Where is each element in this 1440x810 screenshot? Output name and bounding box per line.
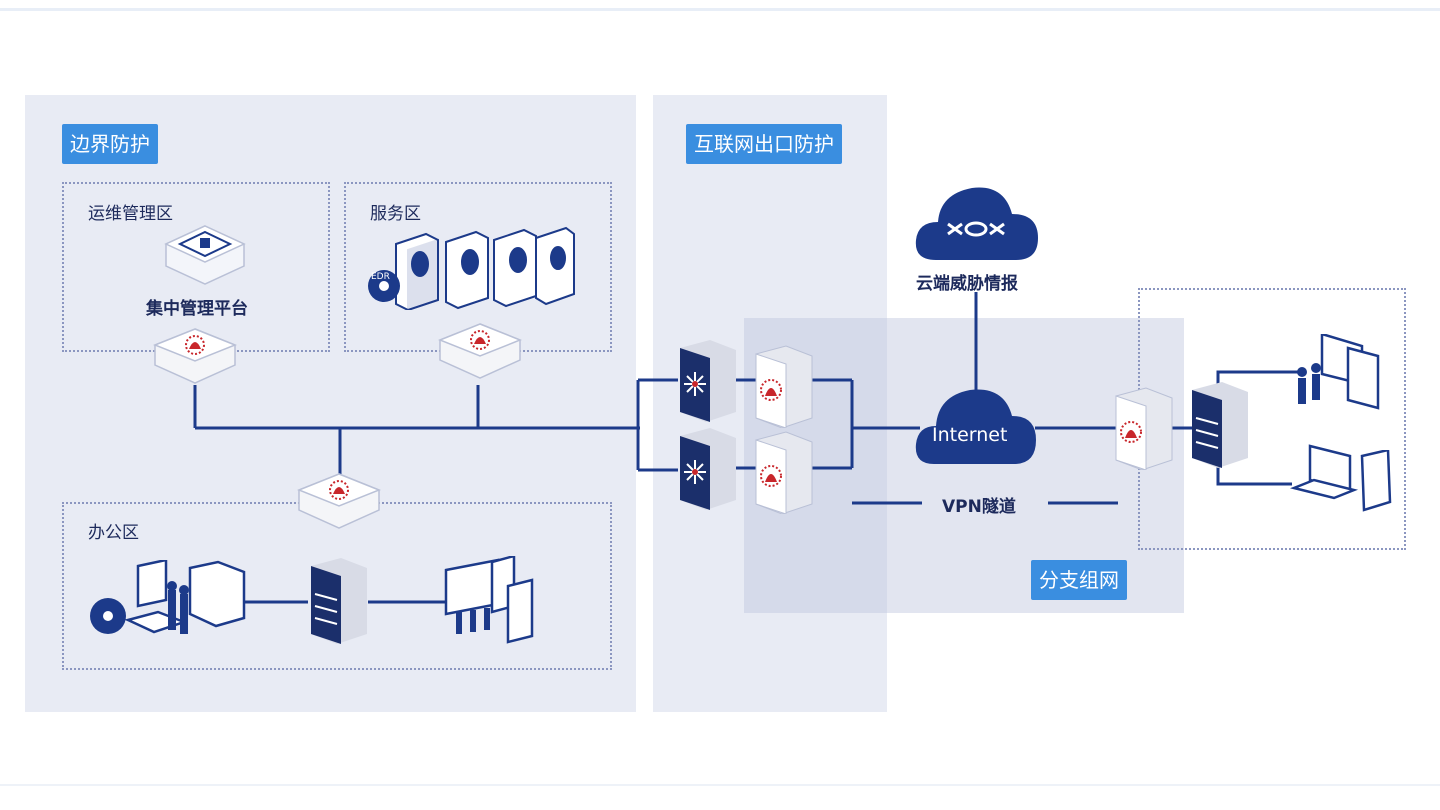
firewall-appliance-icon — [152, 328, 238, 384]
cloud-icon — [915, 389, 1036, 464]
firewall-appliance-icon — [1115, 387, 1173, 470]
tag-internet-egress: 互联网出口防护 — [686, 124, 842, 164]
access-switch-icon — [1192, 382, 1248, 468]
firewall-appliance-icon — [296, 473, 382, 529]
desktop-icon — [90, 560, 246, 634]
tag-branch-networking: 分支组网 — [1031, 560, 1127, 600]
label-service: 服务区 — [370, 204, 421, 224]
desktop-icon — [1297, 334, 1380, 410]
label-ops-management: 运维管理区 — [88, 204, 173, 224]
core-switch-icon — [680, 340, 736, 422]
phone-icon — [1360, 450, 1392, 512]
bottom-divider — [0, 784, 1440, 786]
top-divider — [0, 8, 1440, 11]
tag-border-protection: 边界防护 — [62, 124, 158, 164]
edr-label: EDR — [371, 272, 390, 282]
laptop-icon — [1290, 444, 1359, 500]
firewall-appliance-icon — [437, 323, 523, 379]
management-platform-icon — [164, 225, 246, 285]
firewall-appliance-icon — [755, 345, 813, 428]
core-switch-icon — [680, 428, 736, 510]
label-cloud-threat-intel: 云端威胁情报 — [916, 274, 1018, 294]
access-switch-icon — [311, 558, 367, 644]
internet-label: Internet — [932, 424, 1008, 446]
cloud-icon — [915, 187, 1038, 260]
tablet-icon — [444, 556, 534, 644]
label-vpn-tunnel: VPN隧道 — [942, 497, 1016, 517]
label-central-platform: 集中管理平台 — [146, 299, 248, 319]
server-icon — [368, 226, 575, 310]
label-office: 办公区 — [88, 523, 139, 543]
firewall-appliance-icon — [755, 431, 813, 514]
